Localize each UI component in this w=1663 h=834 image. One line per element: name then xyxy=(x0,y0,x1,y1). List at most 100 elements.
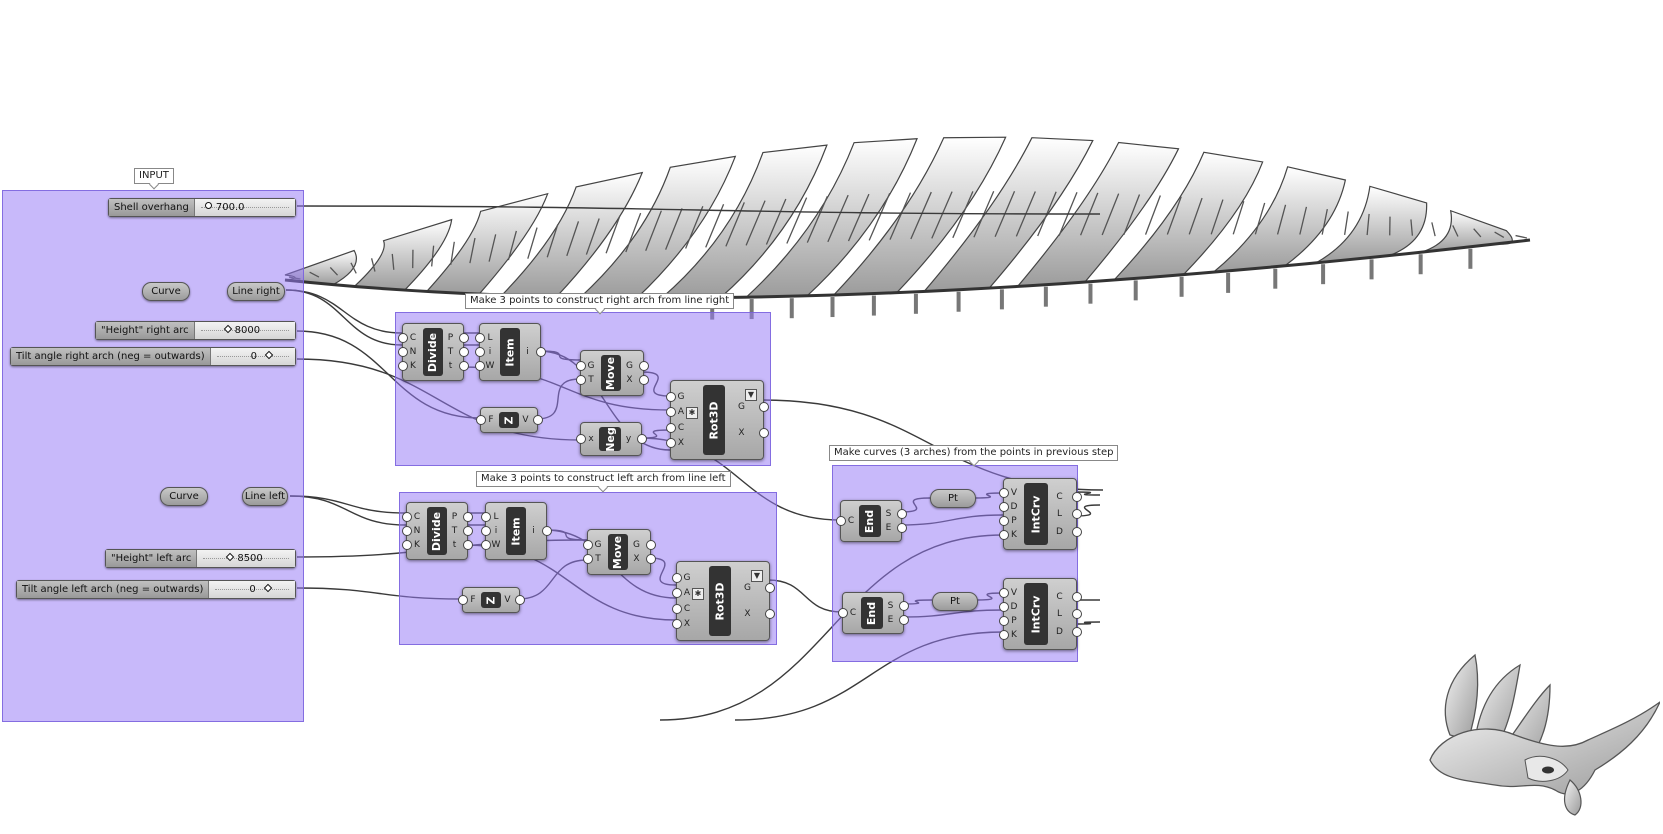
output-port[interactable] xyxy=(899,601,909,612)
input-port[interactable] xyxy=(666,438,676,449)
input-port[interactable] xyxy=(583,539,593,550)
input-port[interactable] xyxy=(999,516,1009,526)
input-port[interactable] xyxy=(398,347,408,357)
input-port[interactable] xyxy=(999,602,1009,612)
output-port[interactable] xyxy=(463,512,473,522)
input-port[interactable] xyxy=(836,516,846,526)
output-port[interactable] xyxy=(637,434,647,444)
line-left-param[interactable]: Line left xyxy=(242,487,288,506)
input-port[interactable] xyxy=(583,554,593,565)
output-port[interactable] xyxy=(897,509,907,520)
shell-overhang-slider[interactable]: Shell overhang 700.0 xyxy=(108,198,296,217)
input-port[interactable] xyxy=(398,333,408,343)
slider-track[interactable]: 8500 xyxy=(197,550,295,567)
input-port[interactable] xyxy=(672,619,682,630)
curve-right-param[interactable]: Curve xyxy=(142,282,190,301)
input-port[interactable] xyxy=(475,361,485,371)
slider-track[interactable]: 8000 xyxy=(194,322,295,339)
input-port[interactable] xyxy=(672,603,682,614)
input-port[interactable] xyxy=(838,608,848,618)
output-port[interactable] xyxy=(542,526,552,536)
slider-knob-icon[interactable] xyxy=(264,350,274,360)
input-port[interactable] xyxy=(481,540,491,550)
input-port[interactable] xyxy=(999,616,1009,626)
tilt-left-slider[interactable]: Tilt angle left arch (neg = outwards) 0 xyxy=(16,580,296,599)
input-port[interactable] xyxy=(666,407,676,418)
input-group[interactable] xyxy=(2,190,304,722)
output-port[interactable] xyxy=(1072,491,1082,502)
slider-track[interactable]: 0 xyxy=(209,581,295,598)
output-port[interactable] xyxy=(765,609,775,619)
output-port[interactable] xyxy=(646,554,656,565)
output-port[interactable] xyxy=(515,595,525,605)
input-port[interactable] xyxy=(458,595,468,605)
input-port[interactable] xyxy=(999,630,1009,640)
input-port[interactable] xyxy=(576,434,586,444)
output-port[interactable] xyxy=(1072,609,1082,619)
input-port[interactable] xyxy=(402,540,412,550)
input-port[interactable] xyxy=(481,526,491,536)
slider-knob-icon[interactable] xyxy=(263,583,273,593)
output-port[interactable] xyxy=(1072,626,1082,637)
curve-left-param[interactable]: Curve xyxy=(160,487,208,506)
input-port[interactable] xyxy=(475,333,485,343)
input-port[interactable] xyxy=(999,488,1009,498)
input-port[interactable] xyxy=(672,588,682,599)
input-port[interactable] xyxy=(402,512,412,522)
output-port[interactable] xyxy=(463,540,473,550)
output-port[interactable] xyxy=(463,526,473,536)
height-right-slider[interactable]: "Height" right arc 8000 xyxy=(95,321,296,340)
output-port[interactable] xyxy=(639,375,649,386)
input-port[interactable] xyxy=(666,422,676,433)
pt-right-param[interactable]: Pt xyxy=(930,489,976,508)
output-port[interactable] xyxy=(533,415,543,425)
input-port[interactable] xyxy=(481,512,491,522)
arrow-down-icon[interactable]: ▼ xyxy=(751,570,763,582)
input-port[interactable] xyxy=(475,347,485,357)
output-port[interactable] xyxy=(459,347,469,357)
input-port[interactable] xyxy=(476,415,486,425)
output-port[interactable] xyxy=(1072,591,1082,602)
input-port[interactable] xyxy=(999,588,1009,598)
slider-knob-icon[interactable] xyxy=(204,202,212,209)
star-flag-icon[interactable]: ✱ xyxy=(686,407,698,420)
output-port[interactable] xyxy=(1072,526,1082,537)
output-port[interactable] xyxy=(459,361,469,371)
output-port[interactable] xyxy=(1072,509,1082,519)
input-port[interactable] xyxy=(398,361,408,371)
input-port[interactable] xyxy=(666,391,676,402)
slider-track[interactable]: 700.0 xyxy=(194,199,295,216)
arrow-down-icon[interactable]: ▼ xyxy=(745,389,757,401)
output-port[interactable] xyxy=(899,614,909,625)
input-port[interactable] xyxy=(576,360,586,371)
output-port[interactable] xyxy=(639,360,649,371)
input-port[interactable] xyxy=(999,502,1009,512)
line-right-param[interactable]: Line right xyxy=(227,282,285,301)
pt-left-param[interactable]: Pt xyxy=(932,592,978,611)
output-port[interactable] xyxy=(459,333,469,343)
output-port[interactable] xyxy=(536,347,546,357)
slider-knob-icon[interactable] xyxy=(223,324,232,334)
tilt-right-slider[interactable]: Tilt angle right arch (neg = outwards) 0 xyxy=(10,347,296,366)
height-left-slider[interactable]: "Height" left arc 8500 xyxy=(105,549,296,568)
slider-track[interactable]: 0 xyxy=(210,348,295,365)
input-port[interactable] xyxy=(402,526,412,536)
star-flag-icon[interactable]: ✱ xyxy=(692,588,704,601)
output-port[interactable] xyxy=(897,522,907,533)
input-port[interactable] xyxy=(999,530,1009,540)
